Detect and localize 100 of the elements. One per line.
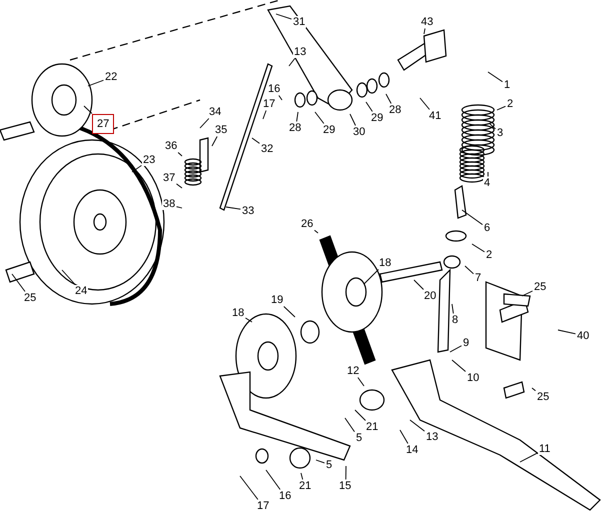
callout-number: 14 — [405, 444, 420, 456]
leader-line — [212, 136, 218, 146]
leader-line — [200, 118, 210, 128]
leader-line — [400, 430, 408, 444]
callout-number: 11 — [538, 443, 552, 455]
callout-number: 7 — [474, 272, 482, 284]
leader-line — [350, 114, 356, 126]
callout-number: 43 — [420, 16, 434, 28]
leader-line — [314, 230, 318, 234]
leader-line — [452, 304, 454, 314]
callout-number: 28 — [388, 104, 402, 116]
leader-line — [410, 420, 425, 432]
leader-line — [520, 452, 538, 462]
callout-number: 28 — [288, 122, 302, 134]
leader-line — [296, 112, 298, 122]
leader-line — [344, 418, 355, 432]
leader-line — [464, 266, 474, 274]
callout-number: 23 — [142, 154, 156, 166]
leader-line — [262, 110, 267, 120]
leader-line — [472, 244, 485, 252]
leader-line — [366, 102, 373, 112]
leader-line — [288, 58, 296, 66]
callout-number: 27 — [92, 114, 114, 134]
callout-number: 41 — [428, 110, 442, 122]
callout-number: 1 — [503, 79, 512, 91]
callout-number: 2 — [506, 98, 514, 110]
leader-line — [245, 318, 252, 322]
callout-number: 31 — [292, 16, 306, 28]
leader-line — [276, 14, 292, 20]
callout-number: 22 — [104, 71, 118, 83]
leader-line — [252, 138, 260, 144]
callout-number: 21 — [298, 480, 312, 492]
leader-line — [226, 206, 241, 210]
leader-line — [532, 388, 536, 392]
leader-line — [62, 270, 76, 285]
callout-number: 4 — [483, 177, 492, 189]
leader-line — [522, 290, 533, 296]
callout-number: 36 — [164, 140, 178, 152]
leader-line — [240, 476, 258, 500]
callout-number: 29 — [370, 112, 384, 124]
callout-number: 29 — [322, 124, 336, 136]
callout-number: 13 — [425, 431, 440, 443]
callout-number: 24 — [74, 285, 88, 297]
leader-line — [424, 28, 426, 34]
leader-line — [266, 470, 281, 490]
callout-number: 34 — [208, 106, 222, 118]
callout-number: 25 — [23, 292, 38, 304]
leader-line — [132, 165, 142, 172]
leader-line — [386, 94, 392, 104]
callout-number: 38 — [162, 198, 176, 210]
callout-number: 25 — [533, 281, 548, 293]
leader-line — [84, 106, 92, 114]
callout-number: 15 — [338, 480, 352, 492]
callout-number: 5 — [325, 459, 334, 471]
callout-number: 2 — [485, 249, 494, 261]
callout-number: 20 — [423, 290, 438, 302]
leader-line — [176, 183, 182, 188]
callout-number: 16 — [278, 490, 292, 502]
leader-line — [354, 410, 366, 421]
callout-number: 18 — [231, 307, 246, 319]
leader-line — [345, 466, 346, 480]
leader-line — [88, 80, 104, 86]
leader-line — [450, 345, 462, 352]
callout-number: 13 — [293, 46, 308, 58]
callout-number: 30 — [352, 126, 366, 138]
callout-number: 40 — [576, 330, 590, 342]
callout-number: 17 — [262, 98, 276, 110]
callout-number: 3 — [496, 127, 504, 139]
leader-line — [462, 210, 483, 226]
leader-line — [420, 98, 430, 110]
callout-number: 8 — [451, 314, 460, 326]
callout-number: 10 — [466, 372, 480, 384]
callout-number: 37 — [162, 172, 176, 184]
leader-line — [300, 472, 304, 480]
leader-line — [414, 280, 424, 290]
leader-line — [488, 72, 503, 82]
leader-line — [12, 274, 26, 292]
callout-number: 9 — [462, 337, 470, 349]
callout-number: 18 — [378, 257, 392, 269]
callout-number: 26 — [300, 218, 314, 230]
callout-number: 32 — [260, 143, 274, 155]
leader-line — [176, 206, 182, 208]
callout-number: 12 — [346, 365, 360, 377]
leader-line — [316, 460, 325, 464]
leader-line — [278, 95, 282, 100]
leader-line — [452, 360, 466, 372]
callout-number: 25 — [536, 391, 550, 403]
leader-line — [496, 106, 506, 110]
callout-number: 19 — [270, 294, 284, 306]
leader-line — [364, 269, 379, 284]
callout-number: 5 — [355, 432, 364, 444]
leader-line — [283, 306, 296, 318]
leader-line — [314, 112, 324, 124]
callout-number: 33 — [241, 205, 256, 217]
callout-number: 16 — [267, 83, 282, 95]
callout-number: 17 — [256, 500, 270, 512]
callout-number: 21 — [365, 421, 380, 433]
leader-line — [558, 330, 576, 334]
leader-line — [357, 377, 364, 386]
leader-line — [490, 124, 496, 130]
